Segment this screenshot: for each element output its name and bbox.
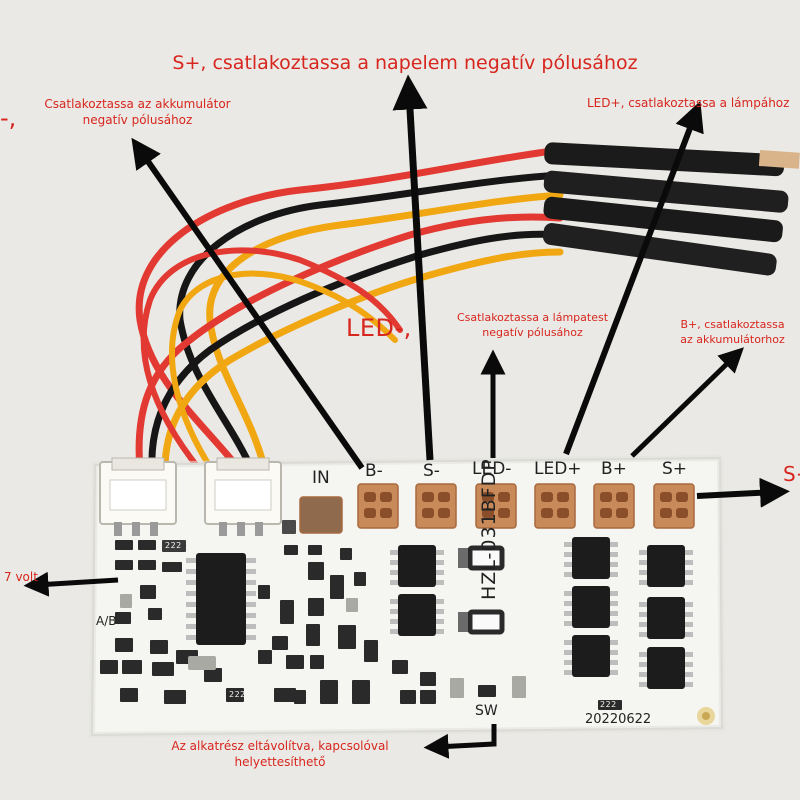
pad-label-s-plus: S+ bbox=[662, 459, 688, 479]
pad-label-led-plus: LED+ bbox=[534, 459, 582, 479]
annotation-arrows bbox=[23, 74, 790, 759]
wire-harness bbox=[135, 146, 564, 474]
annotation-sw-replace: Az alkatrész eltávolítva, kapcsolóval he… bbox=[171, 739, 389, 769]
arrow-s-minus bbox=[392, 74, 434, 461]
grey-smd-parts bbox=[120, 594, 526, 698]
annotation-b-plus-battery: B+, csatlakoztassa az akkumulátorhoz bbox=[680, 318, 785, 346]
arrow-led-plus bbox=[563, 100, 704, 456]
resistor-code-2: 222 bbox=[229, 690, 246, 699]
resistor-pair bbox=[458, 545, 505, 635]
arrow-b-plus bbox=[630, 347, 744, 458]
mosfet-chips bbox=[390, 537, 693, 689]
annotation-lamp-body-negative: Csatlakoztassa a lámpatest negatív pólus… bbox=[456, 311, 609, 339]
resistor-code-3: 222 bbox=[600, 700, 617, 709]
annotation-led-plus-lamp: LED+, csatlakoztassa a lámpához bbox=[587, 96, 790, 110]
annotation-led-minus: LED-, bbox=[346, 314, 412, 342]
controller-ic bbox=[186, 553, 256, 645]
arrow-b-minus bbox=[131, 137, 365, 470]
sw-label: SW bbox=[475, 703, 498, 719]
arrow-s-plus bbox=[696, 477, 790, 508]
annotation-left-edge-fragment: -, bbox=[0, 104, 17, 132]
annotation-battery-negative: Csatlakoztassa az akkumulátor negatív pó… bbox=[44, 97, 231, 127]
annotation-seven-volt: 7 volt bbox=[4, 570, 38, 584]
board-date: 20220622 bbox=[585, 712, 652, 727]
mounting-hole bbox=[697, 707, 715, 725]
arrow-seven-volt bbox=[23, 571, 119, 597]
pad-slots bbox=[364, 492, 688, 518]
pad-label-b-plus: B+ bbox=[601, 459, 627, 479]
jst-connector-left bbox=[99, 457, 177, 536]
ab-label: A/B bbox=[96, 614, 117, 628]
annotation-s-plus-top: S+, csatlakoztassa a napelem negatív pól… bbox=[172, 52, 638, 74]
annotation-right-edge-fragment: S+ bbox=[783, 462, 800, 486]
arrow-sw bbox=[423, 724, 497, 759]
pad-label-b-minus: B- bbox=[365, 461, 383, 481]
resistor-code-1: 222 bbox=[165, 541, 182, 550]
pad-label-led-minus: LED- bbox=[472, 459, 512, 479]
smd-components bbox=[100, 520, 622, 710]
pad-label-s-minus: S- bbox=[423, 461, 440, 481]
pad-label-in: IN bbox=[312, 468, 330, 488]
board-model: HZL-031BFDP bbox=[478, 458, 500, 600]
jst-connector-right bbox=[204, 457, 282, 536]
